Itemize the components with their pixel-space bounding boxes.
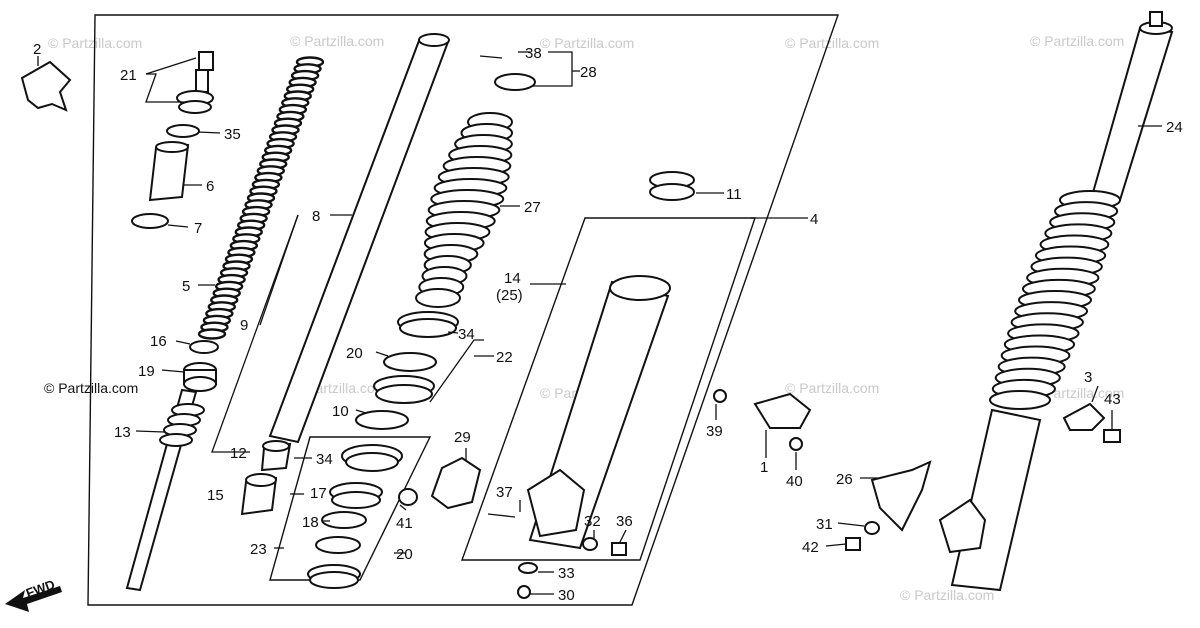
callout-20b: 20 xyxy=(396,546,413,563)
callout-19: 19 xyxy=(138,363,155,380)
callout-6: 6 xyxy=(206,178,214,195)
slider-group-frame xyxy=(461,217,756,561)
watermark: © Partzilla.com xyxy=(290,33,384,49)
assembled-fork xyxy=(938,11,1174,592)
fork-boot xyxy=(415,112,514,308)
callout-14-alt: (25) xyxy=(496,287,523,304)
boot-clamp xyxy=(494,73,536,91)
callout-21: 21 xyxy=(120,67,137,84)
callout-29: 29 xyxy=(454,429,471,446)
callout-39: 39 xyxy=(706,423,723,440)
callout-38: 38 xyxy=(525,45,542,62)
axle-holder xyxy=(430,456,482,510)
callout-37: 37 xyxy=(496,484,513,501)
bracket-3 xyxy=(1062,402,1106,431)
stopper-clip xyxy=(20,60,72,112)
callout-3: 3 xyxy=(1084,369,1092,386)
washer-31 xyxy=(864,521,880,535)
seals-stack-upper xyxy=(355,311,459,430)
callout-27: 27 xyxy=(524,199,541,216)
callout-labels: 2 21 35 6 7 5 9 8 16 19 13 12 15 34 17 1… xyxy=(33,41,1183,604)
spring-seat-washer xyxy=(131,213,169,229)
fork-slider xyxy=(526,275,671,550)
callout-12: 12 xyxy=(230,445,247,462)
callout-43: 43 xyxy=(1104,391,1121,408)
callout-42: 42 xyxy=(802,539,819,556)
drain-nut xyxy=(398,488,418,506)
seals-stack-lower xyxy=(307,444,403,589)
callout-9: 9 xyxy=(240,317,248,334)
callout-26: 26 xyxy=(836,471,853,488)
callout-1: 1 xyxy=(760,459,768,476)
stop-ring xyxy=(649,171,695,201)
clamp-screw xyxy=(479,55,503,59)
callout-11: 11 xyxy=(726,186,742,203)
seal-set-frame xyxy=(269,436,432,581)
callout-36: 36 xyxy=(616,513,633,530)
fork-pipe xyxy=(268,33,450,444)
bolt-43 xyxy=(1103,429,1121,443)
callout-17: 17 xyxy=(310,485,327,502)
oil-lock-piece xyxy=(260,440,292,472)
callout-8: 8 xyxy=(312,208,320,225)
watermark: © Partzilla.com xyxy=(900,587,994,603)
callout-31: 31 xyxy=(816,516,833,533)
callout-28: 28 xyxy=(580,64,597,81)
spacer-pipe xyxy=(148,141,190,202)
callout-35: 35 xyxy=(224,126,241,143)
reflector-bracket xyxy=(870,460,932,532)
watermark: © Partzilla.com xyxy=(785,380,879,396)
damper-rod xyxy=(125,388,205,592)
callout-5: 5 xyxy=(182,278,190,295)
callout-40: 40 xyxy=(786,473,803,490)
callout-32: 32 xyxy=(584,513,601,530)
callout-10: 10 xyxy=(332,403,349,420)
assembly-frame xyxy=(87,14,839,606)
callout-22: 22 xyxy=(496,349,513,366)
watermark: © Partzilla.com xyxy=(1030,33,1124,49)
piston-ring xyxy=(183,340,219,392)
fork-guide-bushing xyxy=(240,473,278,516)
callout-14: 14 xyxy=(504,270,521,287)
callout-15: 15 xyxy=(207,487,224,504)
callout-34b: 34 xyxy=(458,326,475,343)
fork-cap-bolt xyxy=(176,51,214,114)
small-hardware xyxy=(487,389,803,599)
callout-7: 7 xyxy=(194,220,202,237)
callout-2: 2 xyxy=(33,41,41,58)
callout-16: 16 xyxy=(150,333,167,350)
callout-4: 4 xyxy=(810,211,818,228)
callout-20: 20 xyxy=(346,345,363,362)
watermark: © Partzilla.com xyxy=(540,35,634,51)
fwd-arrow: FWD xyxy=(5,577,62,612)
callout-13: 13 xyxy=(114,424,131,441)
callout-23: 23 xyxy=(250,541,267,558)
callout-34: 34 xyxy=(316,451,333,468)
callout-33: 33 xyxy=(558,565,575,582)
callout-18: 18 xyxy=(302,514,319,531)
bolt-42 xyxy=(845,537,861,551)
hose-clamp xyxy=(753,392,812,429)
callout-30: 30 xyxy=(558,587,575,604)
leader-lines xyxy=(37,51,1162,595)
o-ring xyxy=(166,124,200,138)
callout-24: 24 xyxy=(1166,119,1183,136)
watermark: © Partzilla.com xyxy=(785,35,879,51)
fork-spring xyxy=(197,56,325,340)
callout-41: 41 xyxy=(396,515,413,532)
